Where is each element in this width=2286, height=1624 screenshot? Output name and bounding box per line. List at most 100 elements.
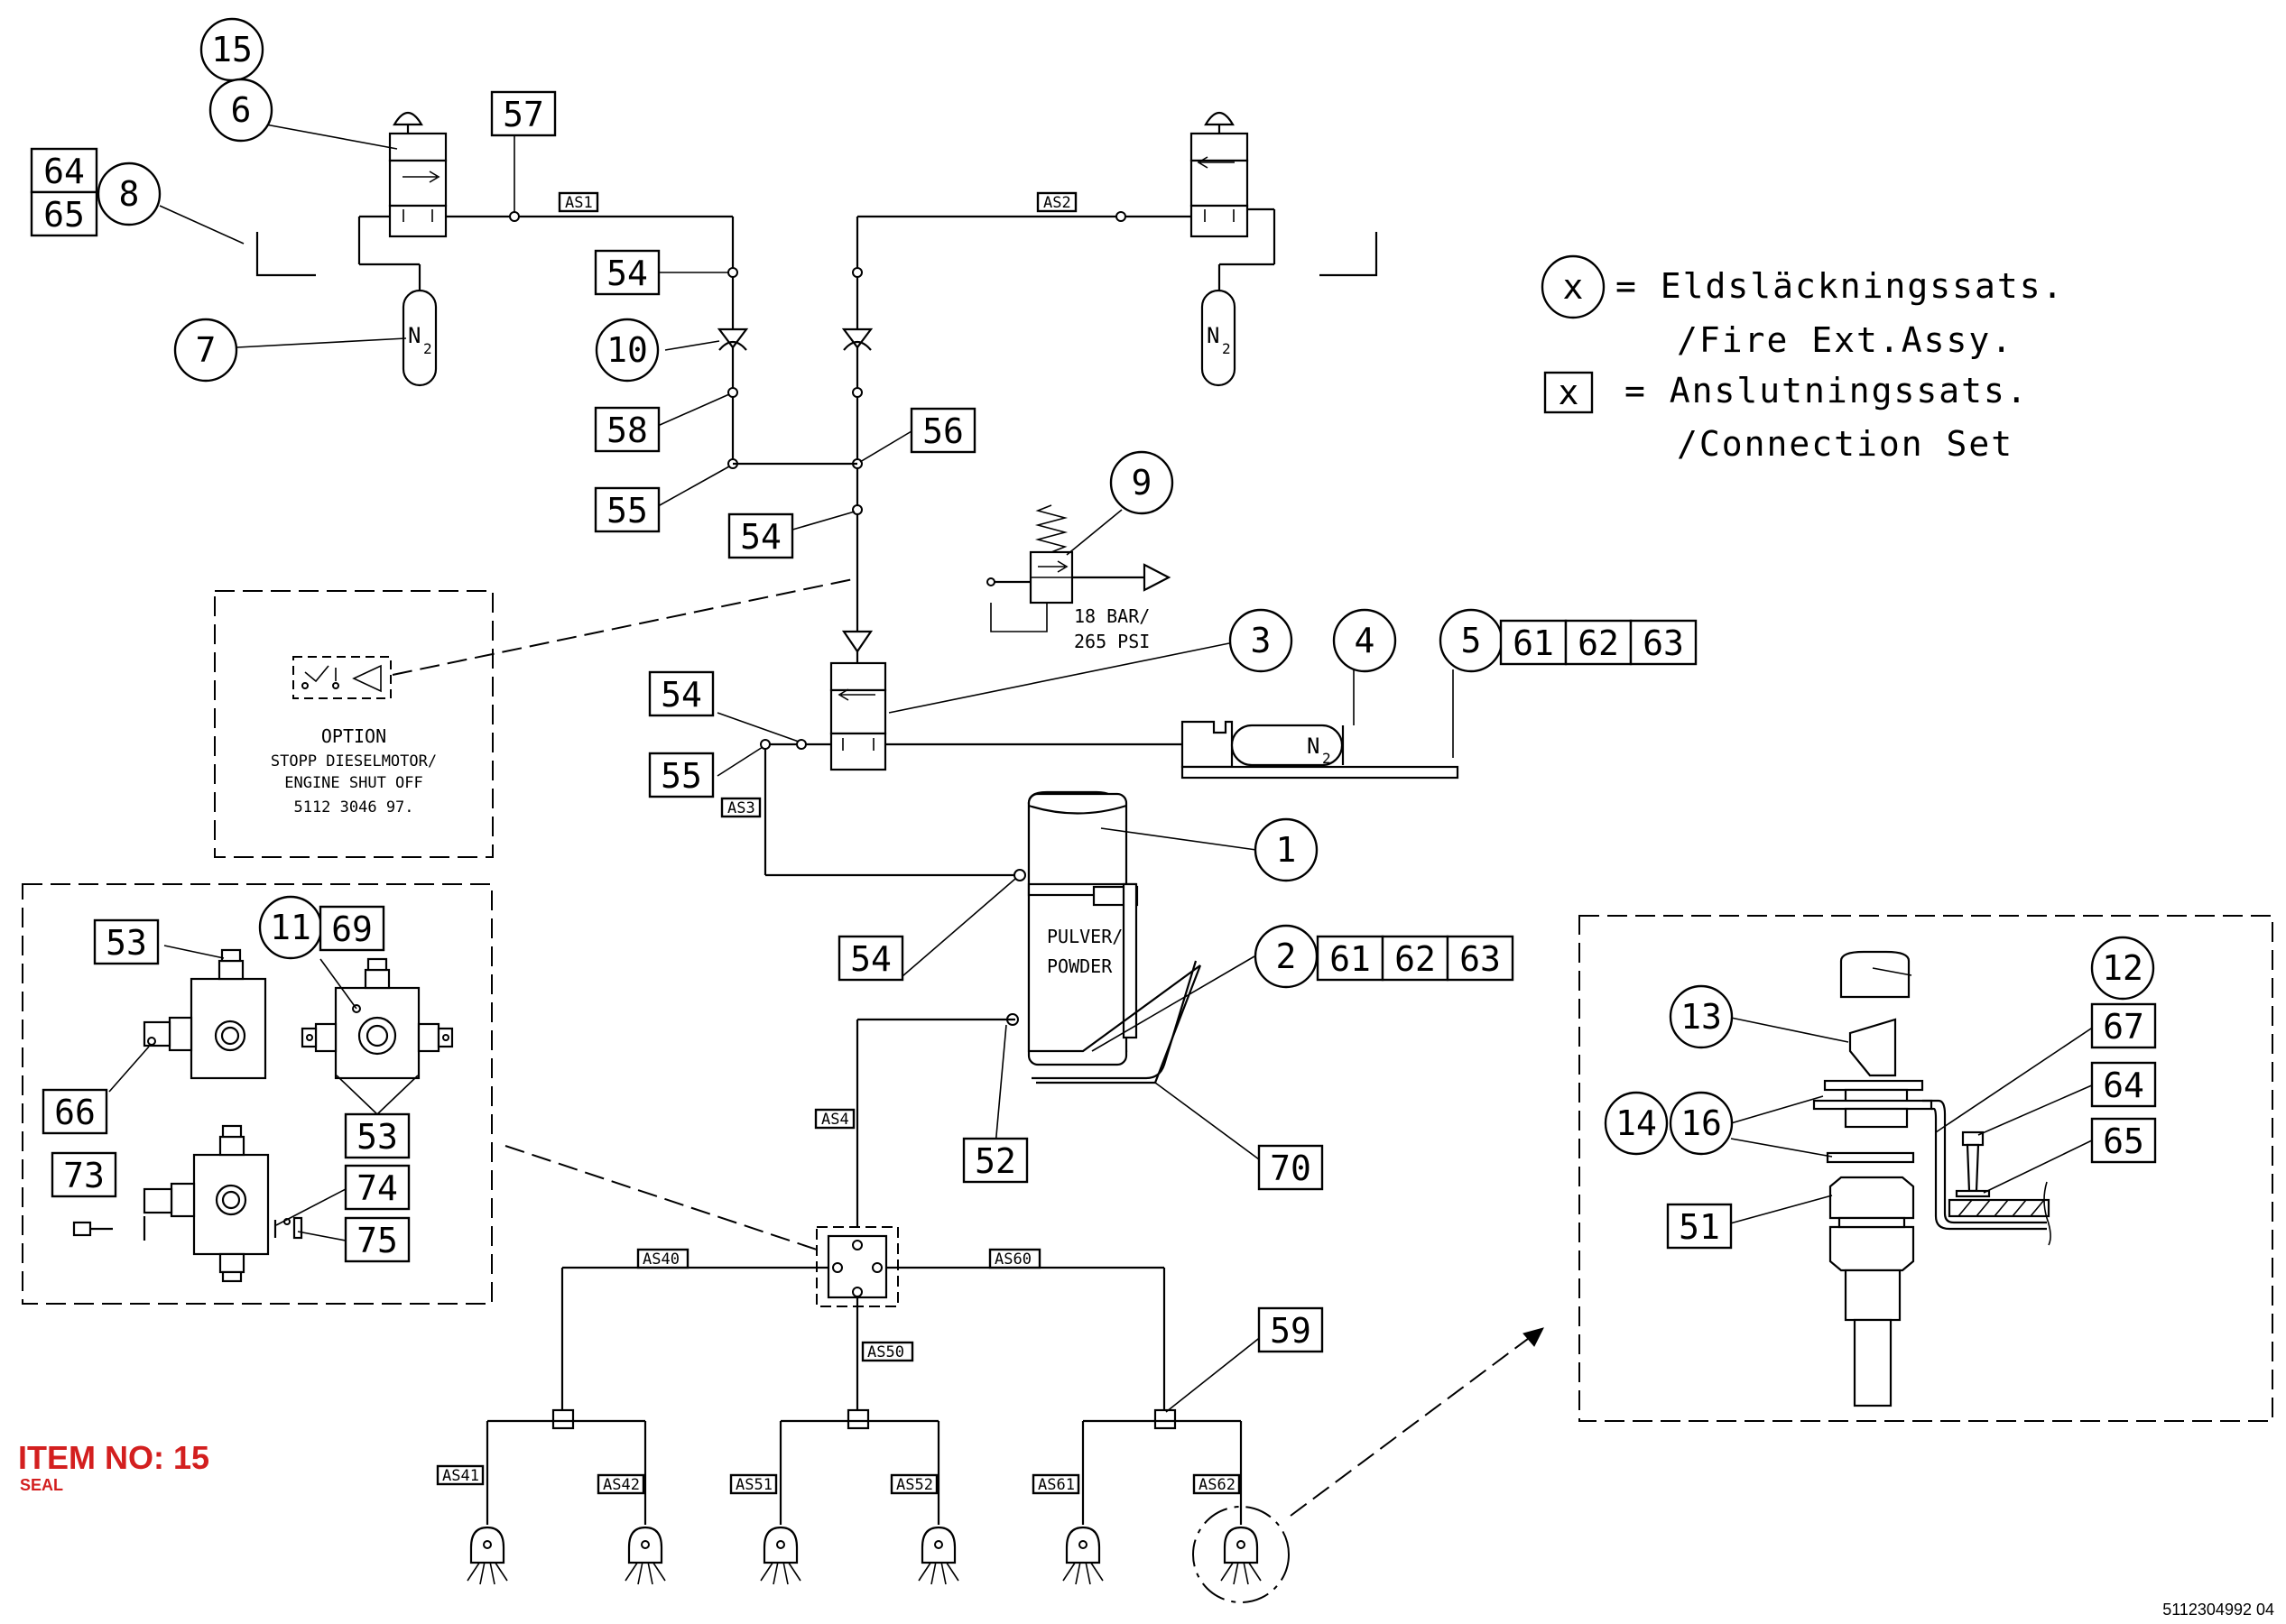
as2-label: AS2 (1043, 194, 1071, 212)
as3-line: AS3 (720, 797, 1017, 877)
svg-text:70: 70 (1270, 1149, 1311, 1188)
option-box (214, 590, 494, 858)
as40-branch: AS40 (560, 1248, 828, 1412)
callout-54-b: 54 (727, 512, 794, 559)
leader-arrowhead (1522, 1327, 1544, 1347)
relief-pressure-psi: 265 PSI (1074, 631, 1150, 652)
svg-text:65: 65 (43, 195, 85, 235)
as1-line: AS1 (446, 191, 735, 464)
as50-branch: AS50 (856, 1297, 914, 1412)
nozzle-1 (467, 1526, 508, 1585)
callout-4: 4 (1332, 608, 1397, 673)
relief-pressure-bar: 18 BAR/ (1074, 605, 1150, 627)
callout-55-b: 55 (648, 752, 715, 798)
callout-54-a: 54 (594, 249, 661, 296)
svg-text:1: 1 (1276, 830, 1297, 870)
manifold-left (486, 1408, 647, 1525)
pressure-relief-valve: 18 BAR/ 265 PSI (986, 504, 1171, 652)
legend-square-x: x (1559, 373, 1579, 412)
svg-text:13: 13 (1680, 997, 1722, 1037)
as2-line: AS2 (856, 191, 1191, 638)
callout-5: 5 (1439, 608, 1504, 673)
option-title: OPTION (321, 725, 386, 747)
main-release-valve (760, 630, 1182, 875)
callout-6: 6 (208, 78, 273, 143)
option-line2: STOPP DIESELMOTOR/ (271, 752, 437, 770)
n2-subscript-right: 2 (1222, 340, 1231, 357)
outlet-pipe-labels: AS41 AS42 AS51 AS52 AS61 AS62 (436, 1464, 1241, 1495)
as42-label: AS42 (603, 1476, 640, 1494)
nozzle-detail-marker (1192, 1506, 1290, 1603)
nozzles (467, 1526, 1262, 1585)
svg-text:55: 55 (661, 756, 702, 796)
callout-70: 70 (1257, 1144, 1324, 1191)
callout-64-detail: 64 (2090, 1061, 2157, 1108)
svg-text:5: 5 (1461, 621, 1482, 660)
as4-line: AS4 (814, 1018, 1015, 1227)
callout-62-a: 62 (1564, 619, 1633, 666)
manifold-right (1081, 1408, 1243, 1525)
fitting-block-1 (143, 948, 267, 1080)
nozzle-body-51 (1828, 1176, 1915, 1407)
callout-54-d: 54 (838, 935, 904, 982)
svg-text:57: 57 (503, 95, 544, 134)
callout-67: 67 (2090, 1002, 2157, 1049)
callout-52: 52 (962, 1137, 1029, 1184)
svg-text:54: 54 (661, 675, 702, 715)
fitting-block-2 (143, 1124, 270, 1283)
manifold-center (779, 1408, 940, 1525)
callout-53-top: 53 (93, 918, 160, 965)
as1-label: AS1 (565, 194, 593, 212)
legend-square-symbol (1543, 371, 1594, 414)
nozzle-assembly-13-16 (1812, 1018, 1933, 1164)
powder-label-se: PULVER/ (1047, 926, 1123, 947)
svg-text:54: 54 (850, 939, 892, 979)
mounting-bracket-67 (1922, 1099, 2047, 1231)
callout-11: 11 (258, 895, 323, 960)
callout-61-b: 61 (1316, 935, 1384, 982)
option-part-number: 5112 3046 97. (293, 798, 413, 817)
nozzle-3 (760, 1526, 801, 1585)
callout-51: 51 (1666, 1203, 1733, 1250)
callout-63-b: 63 (1446, 935, 1514, 982)
as50-label: AS50 (867, 1343, 904, 1361)
n2-subscript-main: 2 (1322, 750, 1331, 767)
svg-text:61: 61 (1329, 939, 1371, 979)
callout-leaders (108, 123, 2095, 1413)
callout-62-b: 62 (1381, 935, 1449, 982)
left-actuator-valve (357, 111, 448, 291)
callout-63-a: 63 (1629, 619, 1698, 666)
callout-74: 74 (344, 1164, 411, 1211)
as60-label: AS60 (995, 1250, 1032, 1269)
check-valve-right (841, 328, 874, 351)
square-callouts: 64 65 57 54 58 55 56 54 61 62 63 54 55 5… (30, 90, 2157, 1353)
washer-74-75 (273, 1216, 303, 1240)
svg-text:10: 10 (606, 330, 648, 370)
callout-57: 57 (490, 90, 557, 137)
callout-56: 56 (910, 407, 976, 454)
svg-text:8: 8 (119, 174, 140, 214)
svg-text:65: 65 (2103, 1121, 2144, 1161)
right-mounting-bracket (1319, 232, 1378, 277)
legend-square-text-1: = Anslutningssats. (1624, 371, 2029, 411)
check-valve-left (717, 328, 749, 351)
svg-text:61: 61 (1513, 623, 1554, 663)
svg-text:67: 67 (2103, 1007, 2144, 1047)
svg-text:64: 64 (2103, 1066, 2144, 1105)
as62-label: AS62 (1199, 1476, 1236, 1494)
n2-label-left: N (408, 323, 421, 348)
detail-leader-line (504, 1145, 818, 1250)
svg-text:54: 54 (606, 254, 648, 293)
nozzle-4 (918, 1526, 959, 1585)
svg-text:6: 6 (231, 90, 252, 130)
callout-59: 59 (1257, 1306, 1324, 1353)
callout-69: 69 (319, 905, 385, 952)
option-line3: ENGINE SHUT OFF (284, 774, 423, 792)
legend-circle-x: x (1563, 267, 1584, 307)
fitting-block-tee (301, 957, 454, 1080)
as61-label: AS61 (1038, 1476, 1075, 1494)
svg-text:14: 14 (1615, 1103, 1657, 1143)
circle-callouts: 15 6 8 7 10 9 3 4 5 1 2 11 12 13 14 16 (97, 17, 2155, 1156)
svg-text:63: 63 (1643, 623, 1684, 663)
